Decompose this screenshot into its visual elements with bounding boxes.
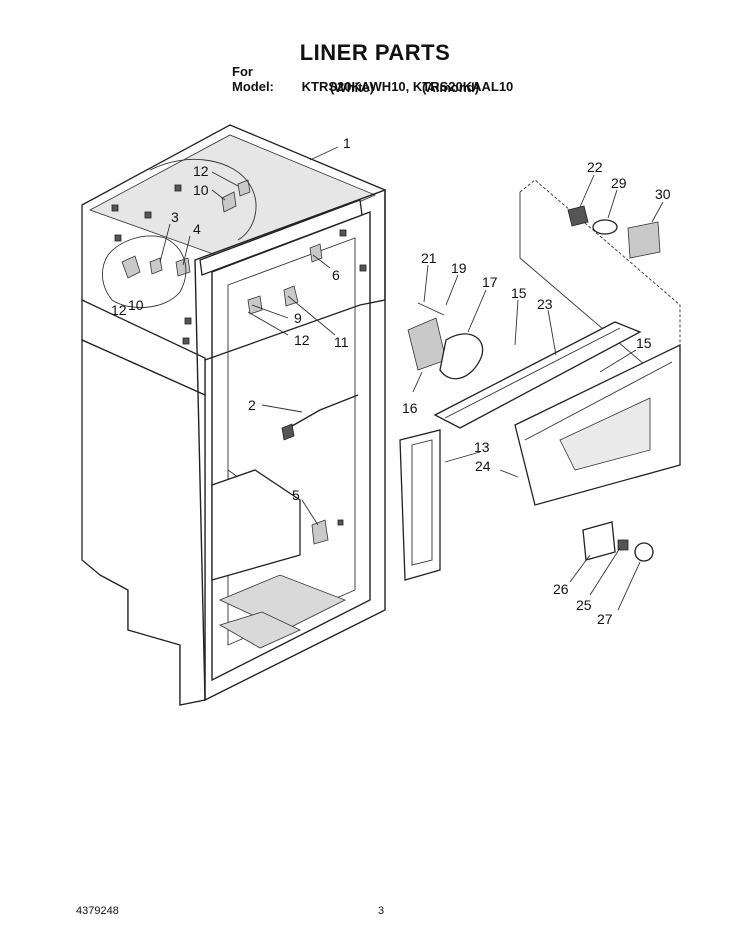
callout-12-left: 12 — [111, 302, 127, 318]
callout-15-b: 15 — [636, 335, 652, 351]
callout-26: 26 — [553, 581, 569, 597]
callout-25: 25 — [576, 597, 592, 613]
callout-21: 21 — [421, 250, 437, 266]
callout-19: 19 — [451, 260, 467, 276]
callout-23: 23 — [537, 296, 553, 312]
callout-15-a: 15 — [511, 285, 527, 301]
callout-16: 16 — [402, 400, 418, 416]
callout-11: 11 — [334, 334, 349, 350]
callout-24: 24 — [475, 458, 491, 474]
cabinet-liner — [81, 124, 386, 706]
leader-lines — [159, 146, 664, 611]
callout-17: 17 — [482, 274, 498, 290]
model-label: For Model: — [232, 64, 274, 94]
callout-10-top: 10 — [193, 182, 209, 198]
model-numbers: KTRS20KAWH10, KTRS20KAAL10 — [301, 79, 514, 94]
page-title: LINER PARTS — [299, 40, 451, 65]
part-number: 4379248 — [76, 905, 119, 917]
callout-2: 2 — [248, 397, 256, 413]
callout-27: 27 — [597, 611, 613, 627]
fan-and-duct-parts — [399, 179, 681, 581]
callout-12-top: 12 — [193, 163, 209, 179]
callout-22: 22 — [587, 159, 603, 175]
callout-12-mid: 12 — [294, 332, 310, 348]
callout-29: 29 — [611, 175, 627, 191]
callout-1: 1 — [343, 135, 351, 151]
callout-5: 5 — [292, 487, 300, 503]
callout-9: 9 — [294, 310, 302, 326]
variant-almond: (Almond) — [422, 80, 480, 95]
variant-white: (White) — [330, 80, 375, 95]
callout-3: 3 — [171, 209, 179, 225]
callout-4: 4 — [193, 221, 201, 237]
callout-13: 13 — [474, 439, 490, 455]
callout-labels: 1 12 10 3 4 12 10 6 9 12 11 2 5 21 19 17… — [111, 135, 671, 627]
callout-30: 30 — [655, 186, 671, 202]
model-line: For Model: KTRS20KAWH10, KTRS20KAAL10 — [232, 64, 513, 94]
callout-10-left: 10 — [128, 297, 144, 313]
callout-6: 6 — [332, 267, 340, 283]
page-number: 3 — [378, 905, 385, 917]
